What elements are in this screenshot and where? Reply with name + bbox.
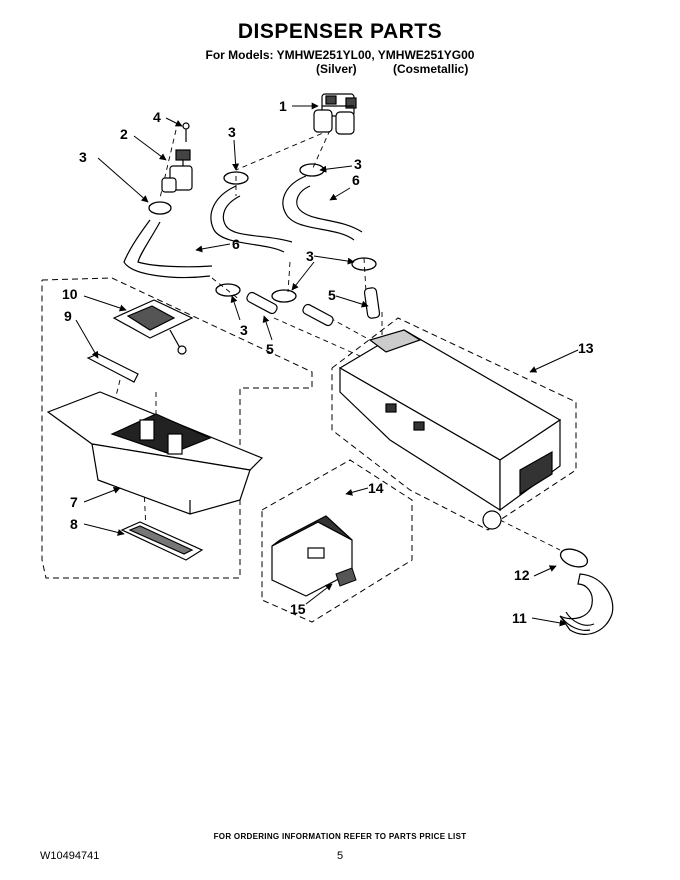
callout-7: 7 [70, 494, 78, 510]
drawer-insert-part-8 [120, 521, 204, 561]
clip-part-9 [86, 353, 139, 383]
ordering-note: FOR ORDERING INFORMATION REFER TO PARTS … [213, 832, 467, 841]
page-title: DISPENSER PARTS [237, 20, 443, 43]
callout-12: 12 [514, 567, 530, 583]
callout-5-right: 5 [328, 287, 336, 303]
water-valve-part-1 [313, 93, 357, 135]
cover-group-outline [261, 459, 413, 623]
callout-5-left: 5 [266, 341, 274, 357]
hose-part-6-left [123, 219, 213, 279]
variant-cosmetallic: (Cosmetallic) [393, 62, 469, 76]
callout-14: 14 [368, 480, 384, 496]
hose-part-6-middle [210, 185, 293, 253]
callout-15: 15 [290, 601, 306, 617]
callout-3-top: 3 [228, 124, 236, 140]
callout-1: 1 [279, 98, 287, 114]
callout-3-mid: 3 [306, 248, 314, 264]
hose-clamps-part-3 [148, 163, 377, 303]
bleach-valve-part-2 [161, 149, 193, 193]
models-line: For Models: YMHWE251YL00, YMHWE251YG00 [205, 48, 475, 62]
variant-silver: (Silver) [316, 62, 357, 76]
hose-clamp-part-12 [559, 548, 589, 568]
callout-9: 9 [64, 308, 72, 324]
callout-2: 2 [120, 126, 128, 142]
document-number: W10494741 [40, 850, 100, 862]
drain-hose-part-11 [559, 573, 614, 635]
badge-part-15 [335, 567, 357, 587]
callout-3-right: 3 [354, 156, 362, 172]
dispenser-drawer-part-7 [46, 391, 264, 515]
screw-part-4 [182, 122, 190, 142]
siphon-cap-part-10 [112, 299, 194, 355]
page-number: 5 [337, 850, 344, 862]
dispenser-housing-part-13 [338, 329, 562, 530]
callout-8: 8 [70, 516, 78, 532]
callout-11: 11 [512, 610, 527, 626]
callout-3-low: 3 [240, 322, 248, 338]
callout-6-left: 6 [232, 236, 240, 252]
callout-6-right: 6 [352, 172, 360, 188]
drawer-group-outline [41, 277, 313, 579]
callout-3-left: 3 [79, 149, 87, 165]
callout-13: 13 [578, 340, 594, 356]
hose-part-6-right [282, 175, 363, 241]
callout-4: 4 [153, 109, 161, 125]
dispenser-housing-outline [331, 317, 577, 531]
callout-10: 10 [62, 286, 78, 302]
